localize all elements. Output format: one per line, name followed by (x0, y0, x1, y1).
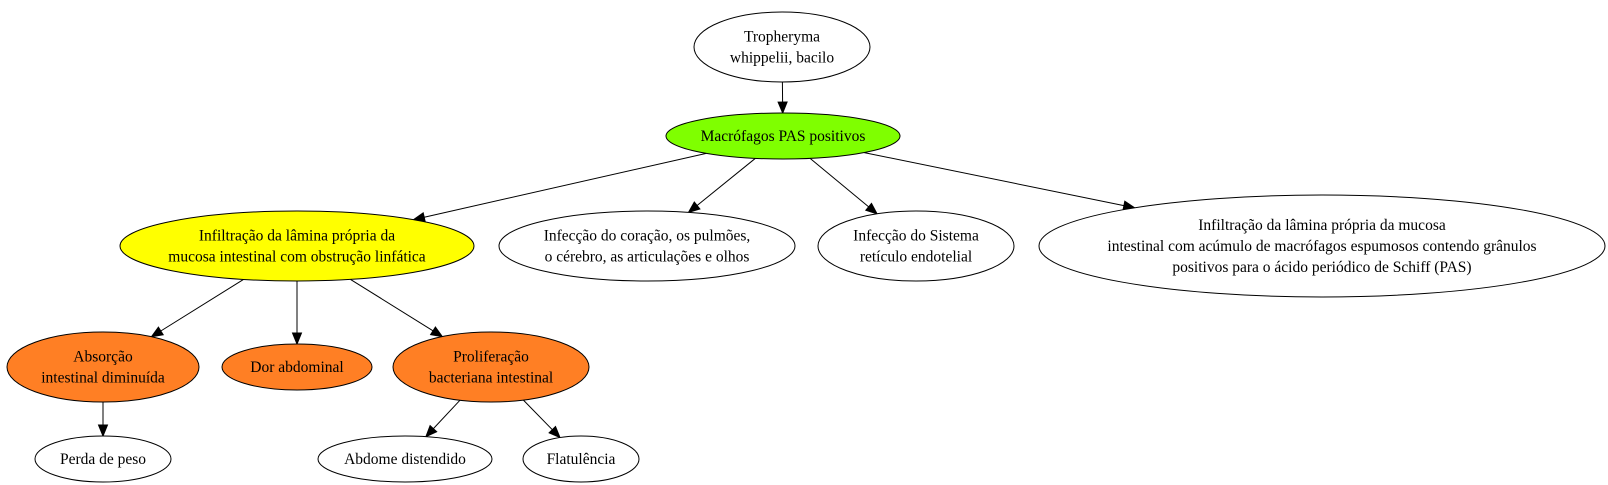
node-label-line: Infiltração da lâmina própria da mucosa (1198, 217, 1446, 234)
node-ellipse (119, 210, 475, 282)
node-tropheryma: Tropheryma whippelii, bacilo (693, 11, 871, 83)
node-label-line: whippelii, bacilo (730, 50, 834, 67)
node-label-line: Infecção do Sistema (853, 228, 979, 245)
edge-line (433, 399, 461, 429)
edge-tropheryma-to-macrofagos (777, 81, 788, 115)
node-macrofagos: Macrófagos PAS positivos (665, 112, 901, 160)
edge-line (522, 399, 553, 431)
node-label-line: Dor abdominal (250, 359, 343, 376)
edge-line (160, 278, 244, 332)
edge-macrofagos-to-infeccao-orgaos (687, 157, 756, 214)
node-label-line: mucosa intestinal com obstrução linfátic… (168, 249, 426, 266)
node-infeccao-sistema: Infecção do Sistema retículo endotelial (817, 210, 1015, 282)
arrowhead-icon (150, 326, 165, 338)
edge-line (350, 278, 434, 332)
node-absorcao: Absorção intestinal diminuída (6, 331, 200, 403)
arrowhead-icon (687, 201, 701, 214)
edge-proliferacao-to-abdome-distendido (424, 399, 461, 438)
node-label-line: intestinal diminuída (41, 370, 165, 387)
node-ellipse (221, 343, 373, 391)
node-ellipse (665, 112, 901, 160)
node-label-line: bacteriana intestinal (429, 370, 553, 387)
edge-absorcao-to-perda-peso (97, 402, 109, 438)
node-label-line: retículo endotelial (860, 249, 972, 266)
node-ellipse (522, 435, 640, 483)
node-proliferacao: Proliferação bacteriana intestinal (392, 331, 590, 403)
node-ellipse (34, 435, 172, 483)
node-label-line: Proliferação (453, 349, 529, 366)
node-label-line: Infecção do coração, os pulmões, (544, 228, 751, 245)
edge-infiltracao-linfatica-to-absorcao (150, 278, 244, 338)
node-infiltracao-pas: Infiltração da lâmina própria da mucosa i… (1038, 194, 1606, 298)
node-ellipse (392, 331, 590, 403)
node-ellipse (6, 331, 200, 403)
node-infiltracao-linfatica: Infiltração da lâmina própria da mucosa i… (119, 210, 475, 282)
edge-line (424, 152, 707, 218)
node-label-line: Perda de peso (60, 451, 146, 468)
node-infeccao-orgaos: Infecção do coração, os pulmões, o cérebr… (498, 210, 796, 282)
node-label-line: Macrófagos PAS positivos (701, 128, 866, 145)
arrowhead-icon (424, 424, 438, 438)
arrowhead-icon (429, 326, 444, 338)
node-perda-peso: Perda de peso (34, 435, 172, 483)
edge-infiltracao-linfatica-to-proliferacao (350, 278, 444, 338)
node-label-line: o cérebro, as articulações e olhos (545, 249, 750, 266)
node-ellipse (693, 11, 871, 83)
edge-macrofagos-to-infiltracao-pas (864, 152, 1136, 211)
node-ellipse (498, 210, 796, 282)
edges-layer (97, 81, 1136, 439)
edge-line (809, 158, 870, 208)
edge-line (864, 152, 1125, 207)
edge-macrofagos-to-infeccao-sistema (809, 158, 879, 215)
edge-line (696, 157, 756, 206)
arrowhead-icon (548, 425, 561, 439)
node-label-line: intestinal com acúmulo de macrófagos esp… (1107, 238, 1536, 255)
node-label-line: Infiltração da lâmina própria da (199, 228, 395, 245)
arrowhead-icon (777, 101, 788, 115)
node-ellipse (1038, 194, 1606, 298)
edge-infiltracao-linfatica-to-dor-abdominal (291, 281, 303, 346)
edge-proliferacao-to-flatulencia (522, 399, 561, 439)
arrowhead-icon (864, 202, 879, 215)
node-label-line: Abdome distendido (344, 451, 466, 468)
node-ellipse (817, 210, 1015, 282)
node-label-line: Tropheryma (744, 29, 820, 46)
node-label-line: Flatulência (547, 451, 616, 468)
node-dor-abdominal: Dor abdominal (221, 343, 373, 391)
node-flatulencia: Flatulência (522, 435, 640, 483)
node-abdome-distendido: Abdome distendido (317, 435, 493, 483)
node-label-line: positivos para o ácido periódico de Schi… (1172, 259, 1471, 276)
arrowhead-icon (291, 332, 303, 346)
node-ellipse (317, 435, 493, 483)
node-label-line: Absorção (73, 349, 133, 366)
arrowhead-icon (97, 424, 109, 438)
